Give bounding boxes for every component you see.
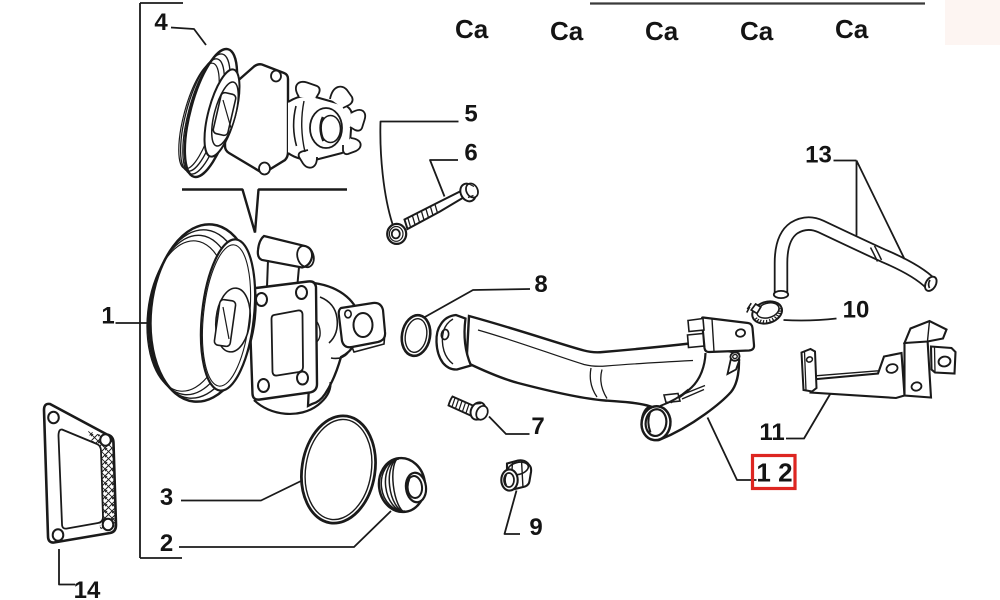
svg-text:10: 10 <box>843 297 870 324</box>
svg-text:4: 4 <box>154 9 168 36</box>
svg-text:Ca: Ca <box>740 16 774 46</box>
svg-text:5: 5 <box>464 101 477 128</box>
svg-text:Ca: Ca <box>835 14 869 44</box>
svg-text:Ca: Ca <box>455 14 489 44</box>
svg-text:1 2: 1 2 <box>756 458 792 488</box>
svg-text:8: 8 <box>534 271 547 298</box>
svg-text:7: 7 <box>531 413 544 440</box>
svg-text:11: 11 <box>759 419 784 446</box>
svg-text:2: 2 <box>160 530 173 557</box>
svg-text:14: 14 <box>74 577 101 600</box>
svg-text:9: 9 <box>529 514 542 541</box>
svg-text:1: 1 <box>101 303 114 330</box>
svg-text:Ca: Ca <box>645 16 679 46</box>
svg-text:6: 6 <box>464 140 477 167</box>
svg-text:Ca: Ca <box>550 16 584 46</box>
svg-text:3: 3 <box>160 484 173 511</box>
svg-text:13: 13 <box>805 142 832 169</box>
